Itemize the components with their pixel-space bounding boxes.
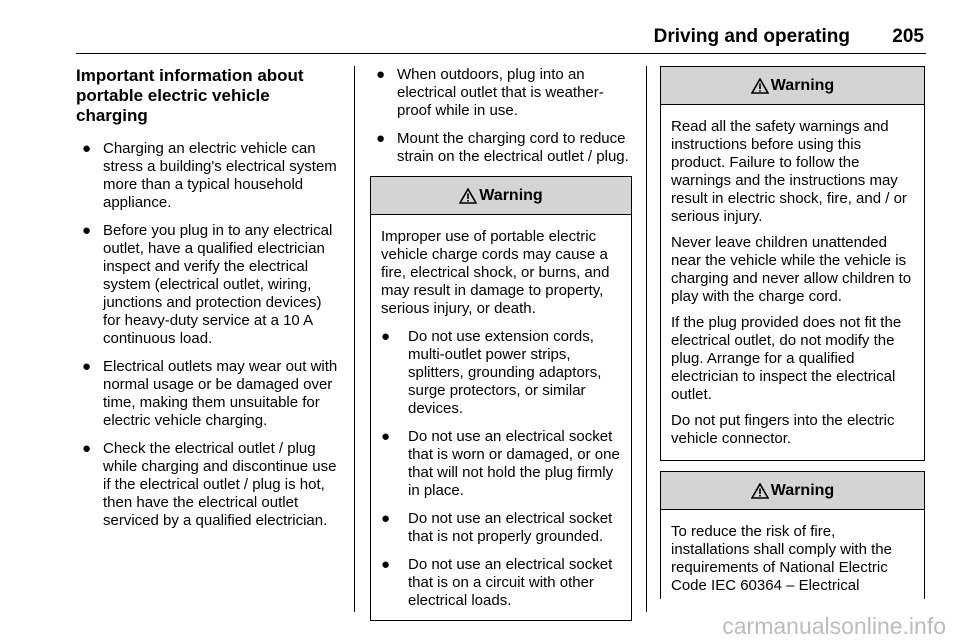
bullet-icon: ● (376, 66, 386, 83)
list-item: ●Mount the charging cord to reduce strai… (376, 130, 629, 165)
bullet-list: ●Do not use extension cords, multi-outle… (381, 328, 623, 610)
warning-text: Never leave children unattended near the… (671, 234, 912, 305)
column-2: ●When outdoors, plug into an electrical … (370, 66, 632, 621)
list-item: ●Do not use an electrical socket that is… (381, 510, 613, 545)
watermark: carmanualsonline.info (722, 613, 946, 639)
warning-box: Warning Read all the safety warnings and… (660, 66, 925, 461)
warning-text: Read all the safety warnings and instruc… (671, 118, 907, 225)
bullet-icon: ● (376, 130, 386, 147)
warning-text: If the plug provided does not fit the el… (671, 314, 902, 403)
list-item: ●Before you plug in to any electrical ou… (82, 222, 333, 347)
bullet-icon: ● (381, 328, 391, 345)
header-title: Driving and operating (653, 26, 850, 47)
bullet-icon: ● (82, 440, 92, 457)
warning-label: Warning (479, 186, 543, 204)
warning-label: Warning (770, 481, 835, 499)
warning-text: Improper use of portable electric vehicl… (381, 228, 610, 317)
warning-body: To reduce the risk of fire, installation… (661, 510, 924, 599)
warning-text: Do not put fingers into the electric veh… (671, 412, 895, 447)
bullet-icon: ● (82, 140, 92, 157)
bullet-icon: ● (381, 510, 391, 527)
bullet-icon: ● (82, 222, 92, 239)
list-item: ●Do not use an electrical socket that is… (381, 428, 620, 499)
warning-box: Warning To reduce the risk of fire, inst… (660, 471, 925, 599)
warning-header: Warning (661, 472, 924, 510)
page-header: Driving and operating 205 (76, 26, 926, 54)
warning-header: Warning (661, 67, 924, 105)
column-divider (354, 66, 355, 612)
column-1: Important information about portable ele… (76, 66, 341, 540)
page-number: 205 (892, 26, 924, 47)
section-title: Important information about portable ele… (76, 66, 304, 125)
list-item: ●Check the electrical outlet / plug whil… (82, 440, 337, 529)
warning-body: Improper use of portable electric vehicl… (371, 215, 631, 620)
warning-body: Read all the safety warnings and instruc… (661, 105, 924, 460)
warning-triangle-icon (459, 187, 478, 204)
bullet-list: ●Charging an electric vehicle can stress… (76, 140, 341, 530)
column-3: Warning Read all the safety warnings and… (660, 66, 925, 599)
warning-text: To reduce the risk of fire, installation… (671, 523, 892, 594)
list-item: ●Electrical outlets may wear out with no… (82, 358, 338, 429)
list-item: ●Charging an electric vehicle can stress… (82, 140, 337, 211)
bullet-icon: ● (381, 556, 391, 573)
warning-triangle-icon (750, 77, 769, 94)
bullet-list: ●When outdoors, plug into an electrical … (370, 66, 632, 166)
warning-box: Warning Improper use of portable electri… (370, 176, 632, 621)
list-item: ●When outdoors, plug into an electrical … (376, 66, 604, 119)
warning-triangle-icon (750, 482, 769, 499)
column-divider (646, 66, 647, 612)
list-item: ●Do not use extension cords, multi-outle… (381, 328, 602, 417)
warning-label: Warning (770, 76, 835, 94)
bullet-icon: ● (82, 358, 92, 375)
list-item: ●Do not use an electrical socket that is… (381, 556, 613, 609)
bullet-icon: ● (381, 428, 391, 445)
warning-header: Warning (371, 177, 631, 215)
